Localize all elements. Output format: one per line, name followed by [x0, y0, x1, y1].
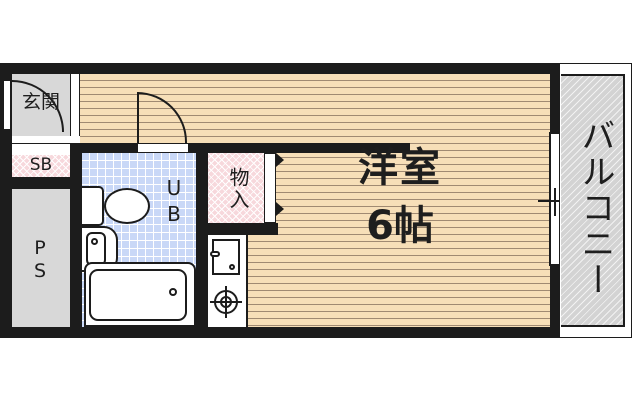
storage-door[interactable]: [264, 153, 276, 223]
kitchen-drain-icon: [229, 264, 235, 270]
window-mullion: [554, 188, 556, 216]
wall-ps-ub: [70, 143, 82, 327]
outer-wall-top: [0, 63, 560, 74]
shoe-box: [12, 155, 70, 177]
wall-storage-top: [196, 143, 278, 153]
entrance-label: 玄関: [21, 91, 60, 113]
kitchen-wall-right: [246, 235, 248, 327]
balcony: [561, 74, 625, 327]
balcony-label: バルコニー: [575, 118, 615, 298]
entrance-room-door[interactable]: [70, 74, 80, 136]
wall-sb-bottom: [12, 177, 70, 189]
bathtub-drain-icon: [169, 288, 177, 296]
kitchen-sink-icon: [212, 239, 240, 275]
shoe-box-label: SB: [29, 155, 53, 175]
entrance-door[interactable]: [3, 80, 11, 130]
pipe-space: [12, 189, 70, 327]
window-cross: [538, 200, 572, 202]
room-door-frame[interactable]: [137, 143, 189, 153]
outer-wall-bottom: [0, 327, 560, 338]
sink-basin-icon: [86, 232, 106, 266]
outer-wall-left: [0, 63, 12, 338]
storage-door-pull-bottom-icon: [276, 202, 284, 216]
storage-door-pull-top-icon: [276, 153, 284, 167]
toilet-tank-icon: [82, 186, 104, 226]
western-room-name: 洋室: [358, 145, 442, 191]
sink-drain-icon: [91, 238, 98, 245]
pipe-space-label: PS: [33, 237, 47, 282]
unit-bath-label: UB: [162, 176, 186, 228]
storage-label: 物入: [226, 167, 250, 211]
storage: [208, 153, 264, 223]
toilet-bowl-icon: [104, 188, 150, 224]
faucet-icon: [210, 251, 220, 257]
stove-cross-v: [225, 286, 227, 318]
wall-storage-bottom: [196, 223, 278, 235]
entrance-step: [12, 136, 70, 144]
western-room-size: 6帖: [366, 203, 434, 249]
wall-ub-right: [196, 143, 208, 327]
